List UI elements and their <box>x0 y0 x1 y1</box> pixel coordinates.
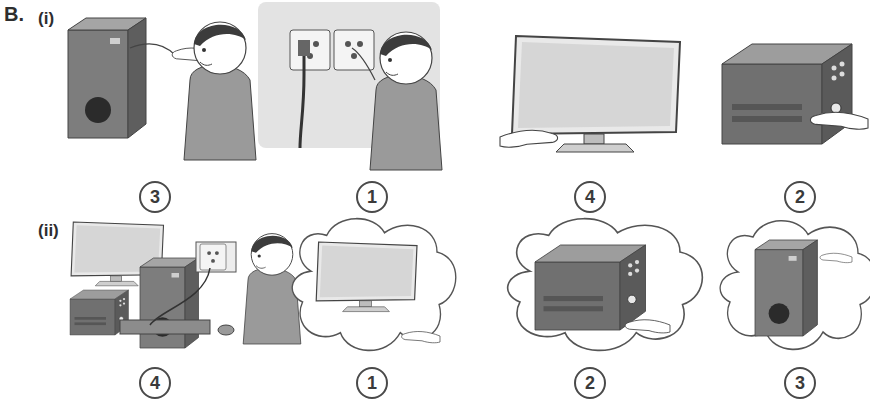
step-number: 2 <box>585 374 595 392</box>
step-number: 4 <box>585 188 595 206</box>
number-circle: 3 <box>784 367 816 399</box>
step-number: 1 <box>367 188 377 206</box>
step-number: 4 <box>150 374 160 392</box>
exercise-letter: B. <box>4 4 24 24</box>
number-circle: 3 <box>139 181 171 213</box>
number-circle: 1 <box>356 367 388 399</box>
step-number: 1 <box>367 374 377 392</box>
number-circle: 2 <box>784 181 816 213</box>
step-number: 3 <box>795 374 805 392</box>
number-circle: 4 <box>139 367 171 399</box>
part-number: (i) <box>38 10 54 27</box>
number-circle: 2 <box>574 367 606 399</box>
step-number: 3 <box>150 188 160 206</box>
number-circle: 4 <box>574 181 606 213</box>
part-number: (ii) <box>38 222 59 239</box>
step-number: 2 <box>795 188 805 206</box>
number-circle: 1 <box>356 181 388 213</box>
